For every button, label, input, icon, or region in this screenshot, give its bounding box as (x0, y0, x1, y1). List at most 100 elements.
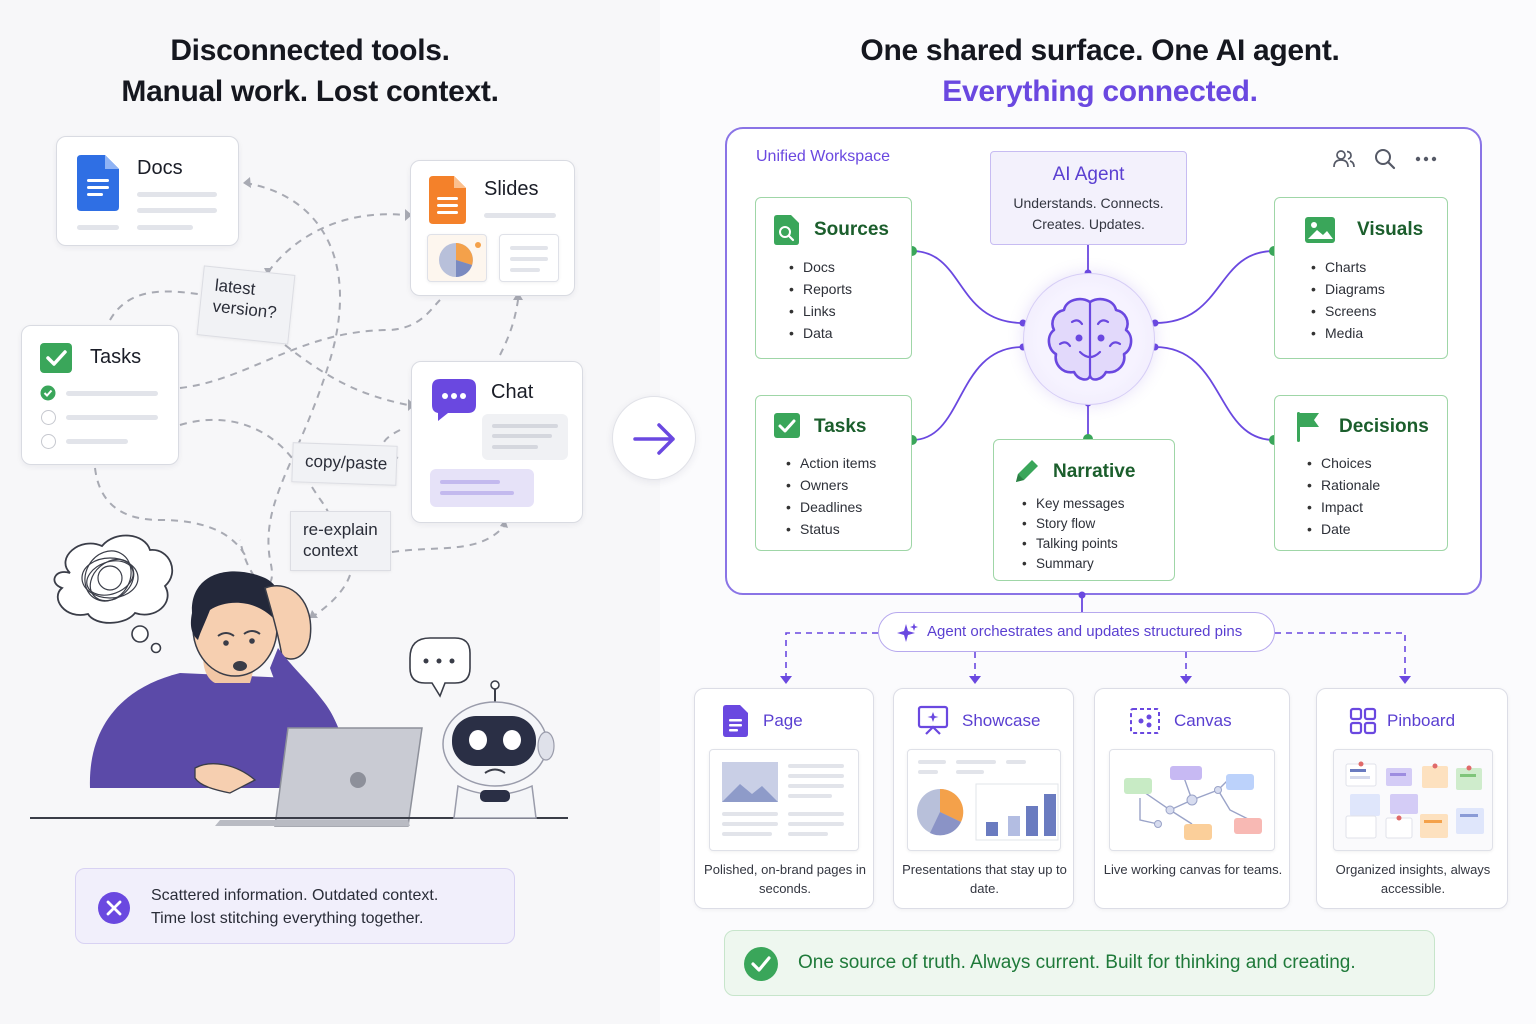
pinboard-output-card[interactable]: Pinboard Organized insights, always acce… (1316, 688, 1508, 909)
note-copy-paste: copy/paste (291, 442, 398, 486)
canvas-output-preview (1109, 749, 1275, 851)
pencil-icon (1016, 460, 1038, 482)
flag-icon (1297, 412, 1319, 442)
visuals-title: Visuals (1357, 219, 1424, 240)
visuals-item: Screens (1311, 300, 1385, 322)
decisions-item: Date (1307, 518, 1380, 540)
connector-latest-chat (284, 344, 409, 406)
visuals-list: Charts Diagrams Screens Media (1311, 256, 1385, 344)
users-icon[interactable] (1332, 147, 1356, 171)
docs-line (137, 225, 193, 230)
frustrated-person-illustration (30, 534, 568, 827)
docs-line (137, 208, 217, 213)
visuals-item: Media (1311, 322, 1385, 344)
slides-pie-thumb (427, 234, 487, 282)
decisions-list: Choices Rationale Impact Date (1307, 452, 1380, 540)
connector-copy-reexplain (311, 486, 329, 513)
page-output-preview (709, 749, 859, 851)
showcase-output-desc: Presentations that stay up to date. (902, 862, 1067, 896)
left-heading: Disconnected tools. Manual work. Lost co… (60, 30, 560, 112)
tasks-item: Owners (786, 474, 876, 496)
page-output-title: Page (763, 711, 803, 730)
note-reexplain-context: re-explain context (290, 511, 391, 571)
docs-label: Docs (137, 157, 183, 179)
problem-line2: Time lost stitching everything together. (151, 910, 424, 927)
slides-card[interactable]: Slides (410, 160, 575, 296)
narrative-item: Story flow (1022, 514, 1125, 534)
problem-summary-text: Scattered information. Outdated context.… (151, 884, 438, 930)
pinboard-output-preview (1333, 749, 1493, 851)
tasks-card-left[interactable]: Tasks (21, 325, 179, 465)
tasks-check-icon (774, 413, 800, 438)
ai-agent-title: AI Agent (1052, 164, 1125, 185)
showcase-output-title: Showcase (962, 711, 1041, 730)
docs-icon (77, 155, 119, 211)
tasks-title: Tasks (814, 416, 867, 437)
chat-message-incoming (482, 414, 568, 460)
connector-latest-slides (267, 213, 406, 273)
narrative-item: Summary (1022, 554, 1125, 574)
canvas-output-title: Canvas (1174, 711, 1232, 730)
docs-line (137, 192, 217, 197)
orchestration-connectors (780, 591, 1411, 684)
robot-icon (409, 637, 555, 819)
pinboard-output-title: Pinboard (1387, 711, 1456, 730)
tasks-item: Deadlines (786, 496, 876, 518)
page-icon (723, 705, 748, 737)
canvas-output-card[interactable]: Canvas Live working canvas for teams. (1094, 688, 1290, 909)
sources-title: Sources (814, 219, 889, 240)
tasks-label-left: Tasks (90, 346, 142, 368)
tasks-line (66, 415, 158, 420)
note-copy-paste-text: copy/paste (304, 451, 388, 474)
narrative-title: Narrative (1053, 461, 1136, 482)
connector-tasks-latest (109, 290, 206, 321)
chat-card[interactable]: Chat (411, 361, 583, 523)
page-output-card[interactable]: Page Polished, on-brand pages in seconds… (694, 688, 874, 909)
empty-circle-icon (41, 410, 56, 425)
note-reexplain-context-text: re-explain context (303, 520, 378, 560)
decisions-card[interactable]: Decisions Choices Rationale Impact Date (1274, 395, 1448, 551)
chat-bubble-icon (432, 379, 476, 421)
brain-icon (1047, 297, 1133, 381)
sources-card[interactable]: Sources Docs Reports Links Data (755, 197, 912, 359)
tasks-card[interactable]: Tasks Action items Owners Deadlines Stat… (755, 395, 912, 551)
showcase-icon (917, 705, 949, 735)
visuals-card[interactable]: Visuals Charts Diagrams Screens Media (1274, 197, 1448, 359)
sparkle-icon (897, 623, 918, 642)
more-icon[interactable] (1413, 147, 1439, 171)
right-heading-line1: One shared surface. One AI agent. (860, 34, 1340, 67)
problem-line1: Scattered information. Outdated context. (151, 887, 439, 904)
check-circle-icon (744, 947, 778, 981)
ai-agent-desc: Understands. Connects. Creates. Updates. (1013, 195, 1164, 232)
tasks-item: Status (786, 518, 876, 540)
sources-item: Docs (789, 256, 852, 278)
docs-card[interactable]: Docs (56, 136, 239, 246)
sources-list: Docs Reports Links Data (789, 256, 852, 344)
connector-tasks-copy (179, 418, 293, 459)
visuals-item: Diagrams (1311, 278, 1385, 300)
workspace-connectors (907, 245, 1279, 445)
left-heading-line1: Disconnected tools. (170, 34, 450, 67)
chat-label: Chat (491, 381, 534, 403)
connector-reexplain-chat (391, 524, 506, 553)
search-icon[interactable] (1373, 147, 1397, 171)
thought-cloud-icon (53, 534, 174, 654)
right-heading-line2: Everything connected. (942, 75, 1258, 108)
workspace-label: Unified Workspace (756, 148, 890, 165)
right-heading: One shared surface. One AI agent. Everyt… (780, 30, 1420, 112)
tasks-list: Action items Owners Deadlines Status (786, 452, 876, 540)
image-icon (1305, 217, 1335, 243)
decisions-item: Rationale (1307, 474, 1380, 496)
visuals-item: Charts (1311, 256, 1385, 278)
showcase-output-card[interactable]: Showcase Presentations that stay up to d… (893, 688, 1074, 909)
problem-summary-box: Scattered information. Outdated context.… (75, 868, 515, 944)
narrative-card[interactable]: Narrative Key messages Story flow Talkin… (993, 439, 1175, 581)
ai-agent-box: AI Agent Understands. Connects. Creates.… (990, 151, 1187, 245)
left-heading-line2: Manual work. Lost context. (121, 75, 499, 108)
narrative-item: Talking points (1022, 534, 1125, 554)
tasks-item: Action items (786, 452, 876, 474)
truth-banner-text: One source of truth. Always current. Bui… (798, 952, 1356, 973)
decisions-item: Choices (1307, 452, 1380, 474)
slides-text-thumb (499, 234, 559, 282)
sources-item: Data (789, 322, 852, 344)
